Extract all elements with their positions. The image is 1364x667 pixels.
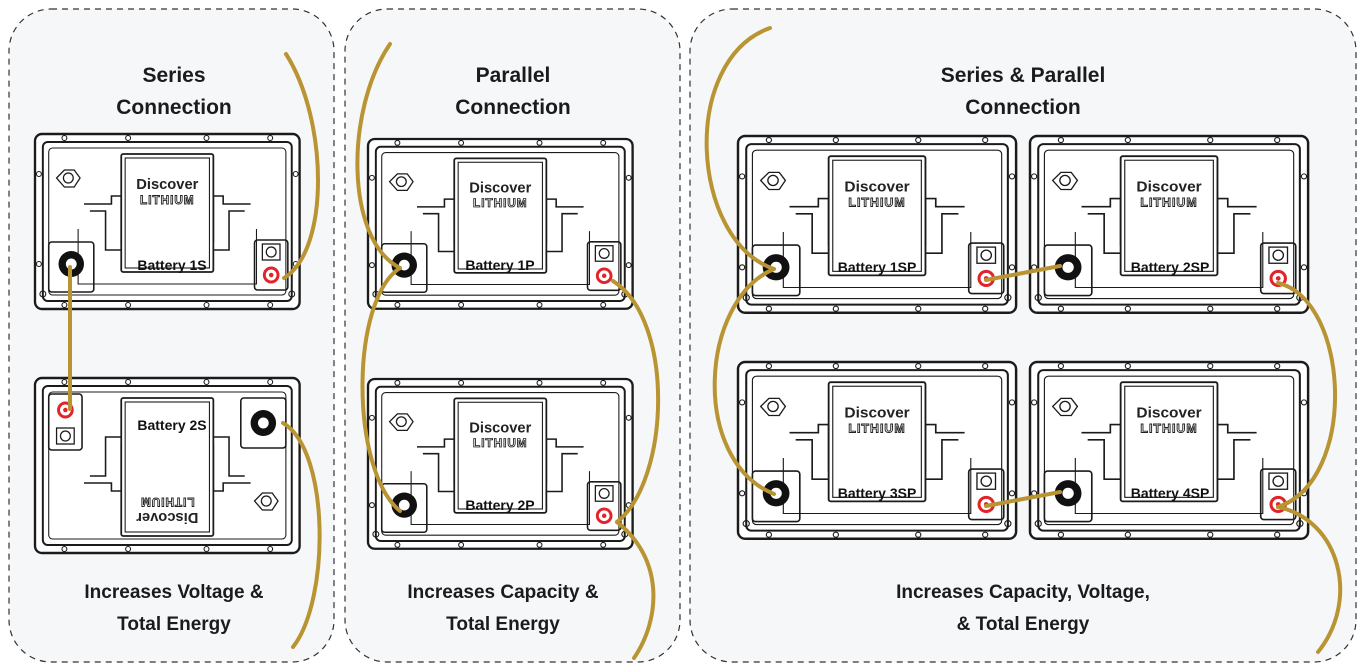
series-title-2: Connection	[116, 96, 232, 119]
battery-2sp-label: Battery 2SP	[1131, 259, 1210, 275]
battery-1s-label: Battery 1S	[137, 257, 206, 273]
series-footer-2: Total Energy	[117, 614, 231, 635]
battery-2s-label: Battery 2S	[137, 417, 206, 433]
battery-4sp	[1028, 360, 1310, 541]
battery-1p-label: Battery 1P	[465, 257, 534, 273]
series-cables	[68, 52, 322, 649]
parallel-cables	[355, 42, 661, 660]
parallel-title-2: Connection	[455, 96, 571, 119]
battery-1sp	[736, 134, 1018, 315]
sp-footer-1: Increases Capacity, Voltage,	[896, 582, 1150, 603]
battery-2sp	[1028, 134, 1310, 315]
battery-1sp-label: Battery 1SP	[838, 259, 917, 275]
battery-3sp	[736, 360, 1018, 541]
sp-title-2: Connection	[965, 96, 1081, 119]
parallel-footer-2: Total Energy	[446, 614, 560, 635]
battery-2s	[33, 376, 302, 555]
sp-title-1: Series & Parallel	[941, 64, 1106, 87]
battery-1s	[33, 132, 302, 311]
sp-footer-2: & Total Energy	[957, 614, 1090, 635]
battery-2p-label: Battery 2P	[465, 497, 534, 513]
battery-1p	[366, 137, 635, 311]
parallel-title-1: Parallel	[476, 64, 551, 87]
battery-2p	[366, 377, 635, 551]
series-parallel-cables	[704, 26, 1343, 654]
series-footer-1: Increases Voltage &	[84, 582, 263, 603]
battery-4sp-label: Battery 4SP	[1131, 485, 1210, 501]
battery-3sp-label: Battery 3SP	[838, 485, 917, 501]
parallel-footer-1: Increases Capacity &	[407, 582, 598, 603]
series-title-1: Series	[142, 64, 205, 87]
